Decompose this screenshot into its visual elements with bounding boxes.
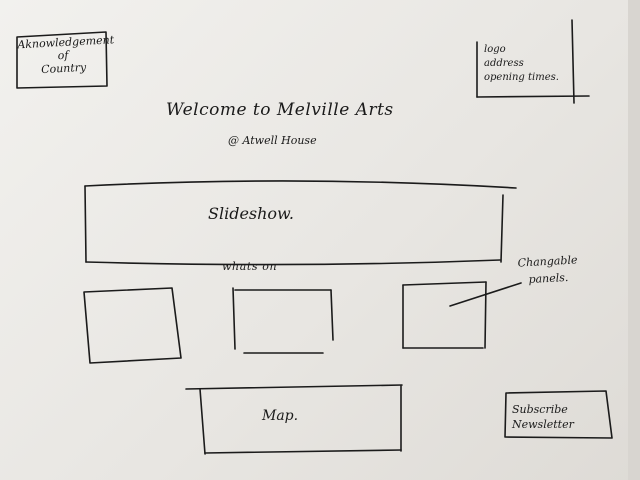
- acknowledgement-box-outline: [16, 31, 108, 89]
- acknowledgement-of-country-label: Aknowledgement of Country: [17, 33, 115, 77]
- whats-on-panel-2-outline: [232, 287, 334, 354]
- paper-edge: [628, 0, 640, 480]
- welcome-title: Welcome to Melville Arts: [166, 100, 394, 120]
- whats-on-panel-3-outline: [402, 281, 487, 349]
- logo-box-outline: [476, 19, 590, 104]
- slideshow-box-outline: [84, 180, 517, 266]
- map-box-outline: [185, 384, 403, 455]
- logo-address-opening-times-label: logo address opening times.: [484, 44, 559, 83]
- changeable-panels-annotation: Changable panels.: [517, 253, 578, 287]
- subscribe-box-outline: [504, 390, 613, 439]
- whats-on-panel-1-outline: [83, 287, 182, 364]
- map-label: Map.: [262, 408, 299, 424]
- slideshow-label: Slideshow.: [208, 204, 294, 223]
- changeable-annotation-arrow: [449, 282, 522, 307]
- welcome-subtitle: @ Atwell House: [228, 134, 317, 147]
- whats-on-label: whats on: [222, 260, 278, 273]
- subscribe-newsletter-label: Subscribe Newsletter: [512, 403, 574, 431]
